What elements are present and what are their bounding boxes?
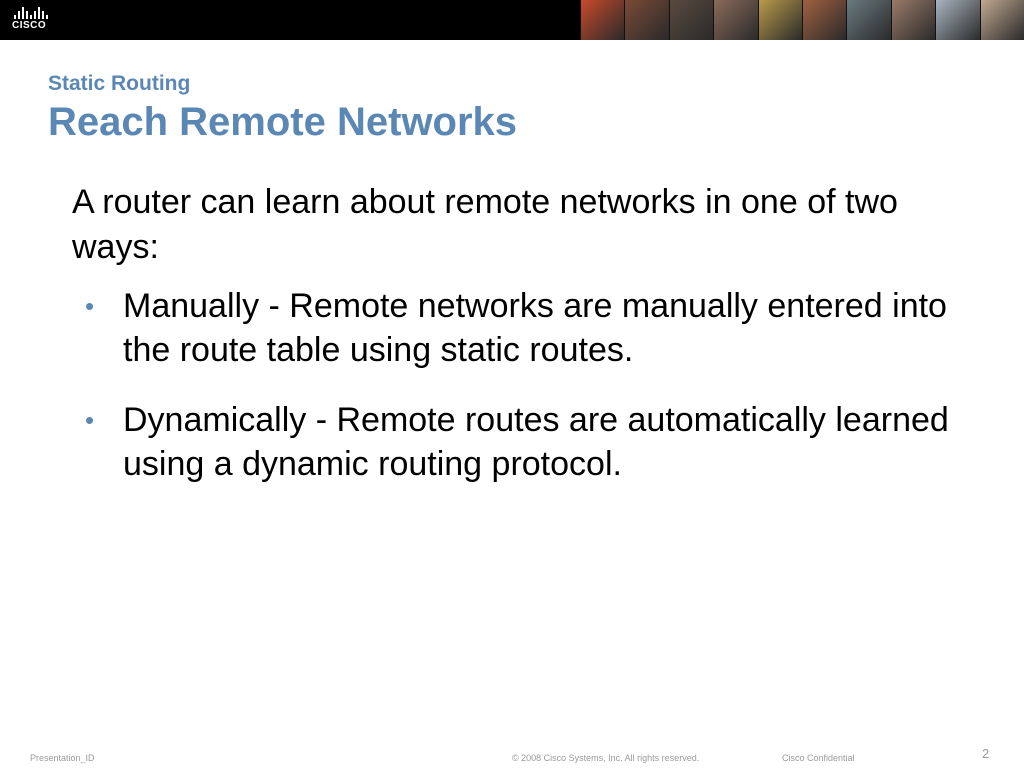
cisco-logo-icon: CISCO <box>12 5 60 35</box>
header-photo <box>713 0 758 40</box>
bullet-icon: • <box>85 291 95 321</box>
page-number: 2 <box>982 746 990 761</box>
bullet-item-manually: • Manually - Remote networks are manuall… <box>72 284 953 372</box>
bullet-text: Manually - Remote networks are manually … <box>123 287 947 369</box>
slide-title: Reach Remote Networks <box>48 100 518 144</box>
header-photo-strip <box>580 0 1024 40</box>
header-photo <box>580 0 625 40</box>
footer-presentation-id: Presentation_ID <box>30 753 95 763</box>
bullet-text: Dynamically - Remote routes are automati… <box>123 401 949 483</box>
footer-copyright: © 2008 Cisco Systems, Inc. All rights re… <box>512 753 700 763</box>
section-subtitle: Static Routing <box>48 72 191 95</box>
cisco-bridge-bars <box>14 5 60 19</box>
header-photo <box>979 0 1024 40</box>
footer-confidential: Cisco Confidential <box>782 753 855 763</box>
bullet-list: • Manually - Remote networks are manuall… <box>72 284 952 486</box>
slide-body: A router can learn about remote networks… <box>72 180 952 512</box>
header-photo <box>668 0 714 40</box>
header-bar: CISCO <box>0 0 1024 40</box>
intro-text: A router can learn about remote networks… <box>72 183 898 266</box>
cisco-logo-text: CISCO <box>12 20 47 31</box>
header-photo <box>890 0 936 40</box>
header-photo <box>802 0 847 40</box>
header-photo <box>624 0 669 40</box>
bullet-icon: • <box>85 405 95 435</box>
bullet-item-dynamically: • Dynamically - Remote routes are automa… <box>72 398 953 486</box>
header-photo <box>757 0 803 40</box>
header-photo <box>846 0 891 40</box>
header-photo <box>935 0 980 40</box>
